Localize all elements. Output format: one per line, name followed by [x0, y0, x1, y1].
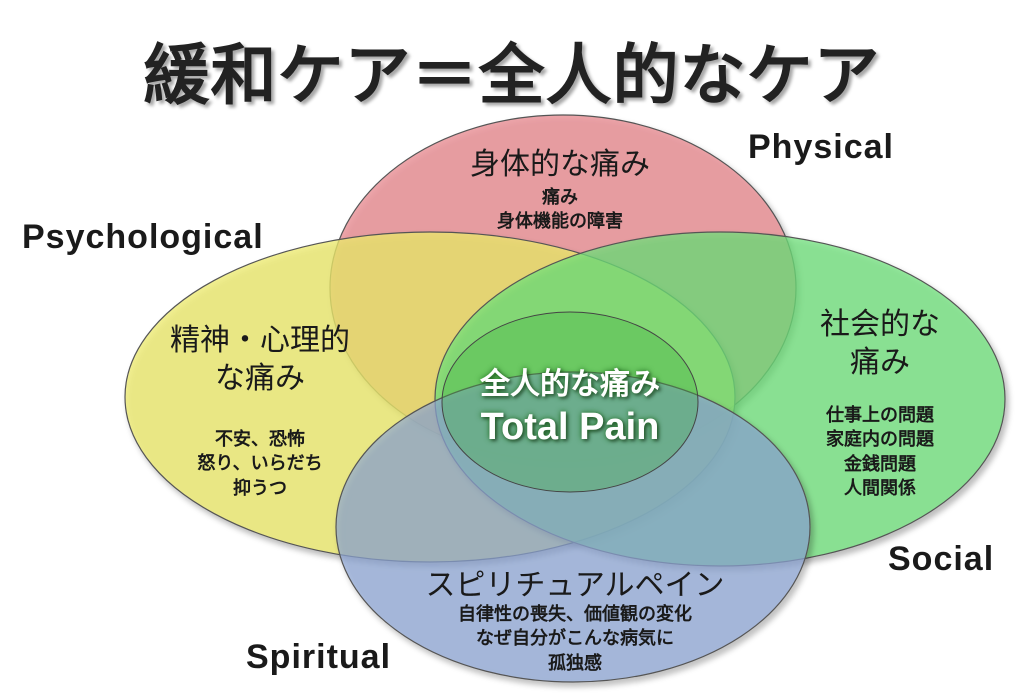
spiritual-items: 自律性の喪失、価値観の変化 なぜ自分がこんな病気に 孤独感	[410, 603, 740, 676]
spiritual-item: なぜ自分がこんな病気に	[476, 628, 674, 650]
label-spiritual: Spiritual	[246, 638, 392, 676]
social-heading-line: 痛み	[850, 344, 910, 380]
psychological-heading: 精神・心理的 な痛み	[140, 322, 380, 397]
social-heading: 社会的な 痛み	[790, 306, 970, 381]
physical-item: 身体機能の障害	[497, 211, 623, 233]
label-physical: Physical	[748, 128, 894, 166]
social-item: 家庭内の問題	[826, 429, 934, 451]
social-items: 仕事上の問題 家庭内の問題 金銭問題 人間関係	[800, 404, 960, 501]
psychological-heading-line: 精神・心理的	[170, 323, 350, 358]
psychological-item: 怒り、いらだち	[197, 453, 323, 475]
center-subtitle: Total Pain	[480, 406, 660, 448]
circle-spiritual	[335, 371, 811, 683]
social-item: 人間関係	[844, 477, 916, 499]
physical-heading: 身体的な痛み	[470, 147, 650, 182]
page-title: 緩和ケア＝全人的なケア	[143, 37, 881, 114]
social-heading-line: 社会的な	[820, 307, 940, 342]
psychological-item: 抑うつ	[233, 477, 287, 499]
psychological-items: 不安、恐怖 怒り、いらだち 抑うつ	[170, 428, 350, 501]
physical-items: 痛み 身体機能の障害	[430, 186, 690, 235]
spiritual-item: 自律性の喪失、価値観の変化	[458, 604, 692, 625]
label-psychological: Psychological	[22, 218, 264, 256]
social-item: 仕事上の問題	[826, 405, 934, 426]
social-item: 金銭問題	[844, 453, 916, 475]
center-title: 全人的な痛み	[480, 367, 660, 402]
psychological-heading-line: な痛み	[215, 360, 305, 396]
label-social: Social	[888, 540, 995, 578]
psychological-item: 不安、恐怖	[215, 429, 305, 450]
spiritual-heading: スピリチュアルペイン	[425, 568, 725, 603]
center-total-pain-area	[441, 311, 699, 493]
physical-item: 痛み	[542, 187, 578, 208]
spiritual-item: 孤独感	[548, 652, 602, 674]
